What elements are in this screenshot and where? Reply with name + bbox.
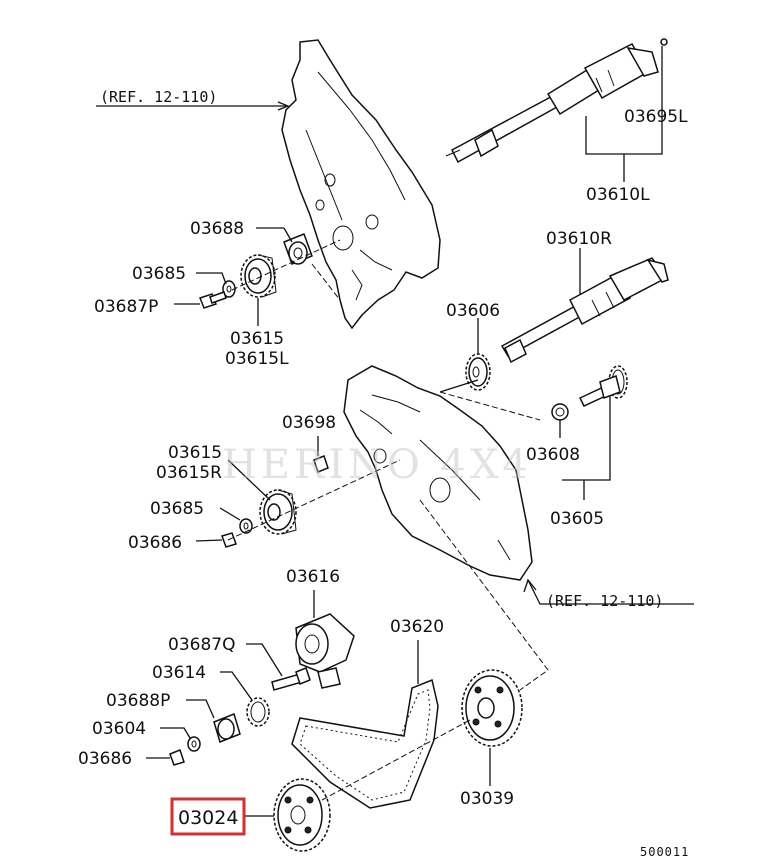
part-label-03688P[interactable]: 03688P [106, 691, 170, 711]
part-label-03698[interactable]: 03698 [282, 413, 336, 433]
balance-shaft-left [445, 38, 668, 164]
idler-03614 [246, 697, 270, 727]
part-label-03604[interactable]: 03604 [92, 719, 146, 739]
part-label-03687P[interactable]: 03687P [94, 297, 158, 317]
part-label-03620[interactable]: 03620 [390, 617, 444, 637]
part-label-03685-top[interactable]: 03685 [132, 264, 186, 284]
gear-03606 [465, 353, 491, 391]
bolt-03687Q [271, 667, 311, 691]
watermark: HERINO 4X4 [222, 442, 532, 488]
part-label-03610R[interactable]: 03610R [546, 229, 612, 249]
part-label-03616[interactable]: 03616 [286, 567, 340, 587]
part-label-03615R[interactable]: 03615R [156, 463, 222, 483]
part-label-03606[interactable]: 03606 [446, 301, 500, 321]
pulley-03039 [461, 669, 523, 747]
bolt-03687P [199, 291, 227, 309]
part-label-03688-top[interactable]: 03688 [190, 219, 244, 239]
sprocket-03615-mid [259, 489, 297, 535]
bushing-03608 [551, 403, 569, 421]
part-label-03024[interactable]: 03024 [178, 807, 238, 829]
leader-lines [96, 46, 694, 817]
part-label-03685-mid[interactable]: 03685 [150, 499, 204, 519]
washer-03685-mid [239, 518, 253, 534]
lower-housing [343, 365, 533, 581]
diagram-code: 500011 [640, 845, 689, 859]
nut-03686-bot [169, 749, 185, 766]
part-label-03615-mid[interactable]: 03615 [168, 443, 222, 463]
part-label-03610L[interactable]: 03610L [586, 185, 650, 205]
part-label-03686-bot[interactable]: 03686 [78, 749, 132, 769]
part-label-03608[interactable]: 03608 [526, 445, 580, 465]
spacer-03688P [213, 712, 241, 744]
ref-label-top[interactable]: (REF. 12-110) [100, 88, 217, 106]
part-label-03686-mid[interactable]: 03686 [128, 533, 182, 553]
ref-label-bottom[interactable]: (REF. 12-110) [546, 592, 663, 610]
part-label-03615L[interactable]: 03615L [225, 349, 289, 369]
part-label-03615-top[interactable]: 03615 [230, 329, 284, 349]
gear-shaft-03605 [578, 365, 628, 407]
part-label-03614[interactable]: 03614 [152, 663, 206, 683]
highlight-box [170, 797, 246, 836]
washer-03685-top [222, 280, 236, 298]
tensioner-03616 [295, 613, 355, 689]
part-label-03605[interactable]: 03605 [550, 509, 604, 529]
balance-shaft-right [500, 257, 669, 364]
sprocket-03615-top [240, 254, 277, 298]
crank-sprocket-03024 [273, 778, 331, 852]
part-label-03695L[interactable]: 03695L [624, 107, 688, 127]
bolt-03698 [313, 455, 329, 473]
washer-03604 [187, 736, 201, 752]
part-label-03687Q[interactable]: 03687Q [168, 635, 235, 655]
part-label-03039[interactable]: 03039 [460, 789, 514, 809]
upper-housing [281, 39, 441, 330]
